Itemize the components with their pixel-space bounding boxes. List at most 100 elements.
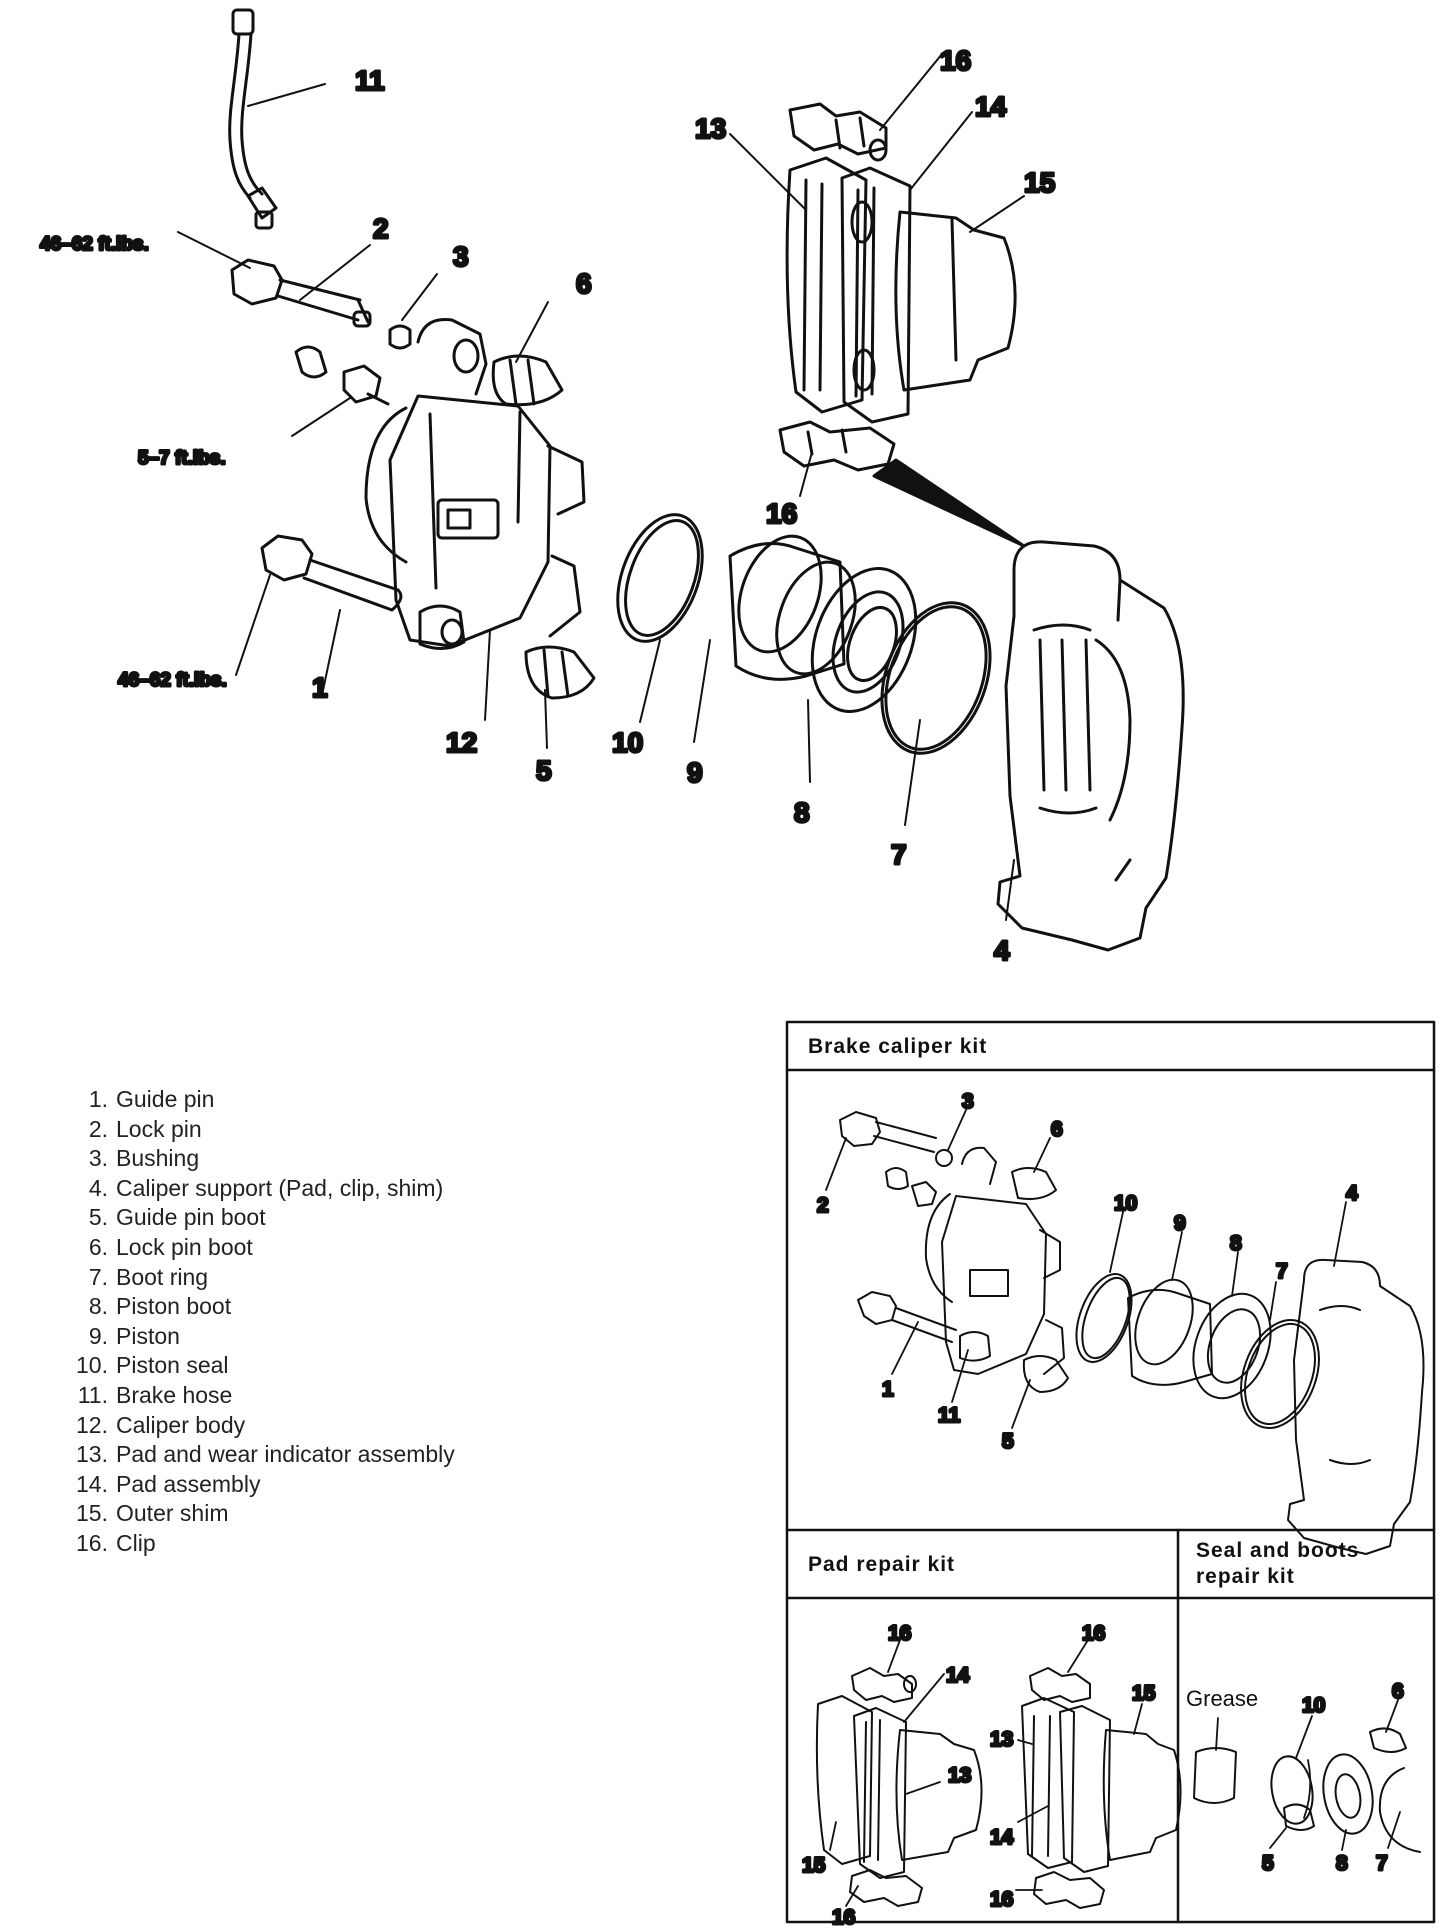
callout-5: 5 — [536, 755, 552, 786]
caliper-body — [364, 317, 586, 650]
pad-callout-15-a: 15 — [802, 1854, 826, 1877]
legend-item: 12.Caliper body — [60, 1411, 455, 1441]
legend-number: 14. — [76, 1470, 108, 1497]
pad-callout-15-b: 15 — [1132, 1682, 1156, 1705]
bleeder-valve — [294, 345, 390, 406]
pad-callout-13-b: 13 — [990, 1728, 1013, 1751]
seal-boots-kit-title-line1: Seal and boots — [1196, 1539, 1360, 1562]
kit-callout-2: 2 — [817, 1194, 829, 1217]
kit-callout-7: 7 — [1276, 1260, 1288, 1283]
legend-number: 8. — [88, 1293, 108, 1320]
pad-kit-drawing-left — [815, 1667, 983, 1907]
lock-pin — [230, 258, 372, 328]
pad-repair-kit-title: Pad repair kit — [808, 1553, 956, 1576]
brake-caliper-kit-title: Brake caliper kit — [808, 1035, 988, 1058]
seal-callout-5: 5 — [1262, 1852, 1274, 1875]
callout-10: 10 — [612, 727, 643, 758]
kit-callout-3: 3 — [962, 1090, 974, 1113]
seal-callout-6: 6 — [1392, 1680, 1404, 1703]
torque-bleeder: 5–7 ft.lbs. — [138, 448, 226, 469]
seal-callout-10: 10 — [1302, 1694, 1325, 1717]
callout-13: 13 — [695, 113, 726, 144]
legend-item: 2.Lock pin — [60, 1115, 455, 1145]
legend-number: 4. — [88, 1174, 108, 1201]
piston-seal — [616, 513, 704, 643]
caliper-kit-callouts: 2 3 6 10 9 8 7 4 1 11 5 — [816, 1089, 1360, 1455]
legend-label: Caliper support (Pad, clip, shim) — [116, 1174, 444, 1201]
legend-number: 16. — [76, 1529, 108, 1556]
legend-item: 16. Clip — [60, 1529, 455, 1559]
legend-label: Lock pin boot — [116, 1233, 253, 1260]
callout-16-bottom: 16 — [766, 498, 797, 529]
seal-kit-callouts: 10 6 5 8 7 Grease — [1186, 1679, 1405, 1877]
callout-2: 2 — [373, 213, 389, 244]
legend-label: Pad assembly — [116, 1470, 261, 1497]
callout-11: 11 — [355, 65, 385, 96]
callout-1: 1 — [312, 672, 328, 703]
legend-item: 7. Boot ring — [60, 1263, 455, 1293]
parts-legend: 1.Guide pin 2.Lock pin 3.Bushing 4. Calip… — [60, 1085, 455, 1559]
seal-kit-leaders — [1269, 1699, 1401, 1851]
callout-12: 12 — [446, 727, 477, 758]
callout-9: 9 — [687, 757, 703, 788]
pad-callout-14-a: 14 — [946, 1664, 970, 1687]
piston — [728, 534, 857, 681]
kit-callout-9: 9 — [1174, 1212, 1186, 1235]
legend-number: 3. — [88, 1145, 108, 1172]
kit-callout-11: 11 — [938, 1404, 961, 1427]
seal-kit-drawing — [1193, 1717, 1421, 1853]
callout-7: 7 — [891, 839, 907, 870]
legend-number: 15. — [76, 1500, 108, 1527]
bushing — [388, 324, 412, 350]
seal-callout-7: 7 — [1376, 1852, 1388, 1875]
callout-3: 3 — [453, 241, 469, 272]
legend-label: Lock pin — [116, 1115, 202, 1142]
seal-boots-kit-title-line2: repair kit — [1196, 1565, 1295, 1588]
pad-callout-13-a: 13 — [948, 1764, 971, 1787]
legend-label: Guide pin boot — [116, 1204, 266, 1231]
pad-callout-16-c: 16 — [1082, 1622, 1105, 1645]
legend-label: Clip — [116, 1529, 156, 1556]
main-callouts: 11 2 3 6 1 12 5 10 9 8 7 4 13 16 14 15 1… — [311, 44, 1057, 968]
kit-table — [785, 1020, 1436, 1924]
brake-pads — [785, 156, 912, 424]
legend-number: 7. — [88, 1263, 108, 1290]
kit-callout-8: 8 — [1230, 1232, 1242, 1255]
kit-callout-6: 6 — [1051, 1118, 1063, 1141]
kit-callout-4: 4 — [1346, 1182, 1358, 1205]
guide-pin-boot — [524, 645, 596, 700]
assembly-arrow — [872, 458, 1026, 548]
brake-hose — [228, 8, 278, 230]
pad-callout-14-b: 14 — [990, 1826, 1014, 1849]
legend-number: 6. — [88, 1233, 108, 1260]
legend-label: Boot ring — [116, 1263, 209, 1290]
caliper-kit-leaders — [825, 1109, 1347, 1429]
legend-number: 12. — [76, 1411, 108, 1438]
grease-label: Grease — [1186, 1686, 1258, 1711]
legend-label: Piston seal — [116, 1352, 229, 1379]
legend-item: 11.Brake hose — [60, 1381, 455, 1411]
pad-clip-top — [788, 102, 888, 162]
legend-number: 9. — [88, 1322, 108, 1349]
legend-item: 4. Caliper support (Pad, clip, shim) — [60, 1174, 455, 1204]
legend-number: 13. — [76, 1441, 108, 1468]
boot-ring — [880, 601, 992, 755]
legend-item: 10. Piston seal — [60, 1351, 455, 1381]
legend-item: 15.Outer shim — [60, 1499, 455, 1529]
legend-item: 1.Guide pin — [60, 1085, 455, 1115]
legend-number: 5. — [88, 1204, 108, 1231]
callout-15: 15 — [1024, 167, 1055, 198]
legend-number: 10. — [76, 1352, 108, 1379]
caliper-support — [996, 540, 1185, 952]
outer-shim — [894, 210, 1017, 392]
torque-guide-pin: 46–62 ft.lbs. — [118, 670, 227, 691]
kit-callout-5: 5 — [1002, 1430, 1014, 1453]
legend-label: Pad and wear indicator assembly — [116, 1441, 455, 1468]
pad-callout-16-b: 16 — [832, 1906, 855, 1928]
lock-pin-boot — [491, 354, 564, 407]
callout-16-top: 16 — [940, 45, 971, 76]
pad-callout-16-d: 16 — [990, 1888, 1013, 1911]
legend-item: 3.Bushing — [60, 1144, 455, 1174]
legend-item: 9.Piston — [60, 1322, 455, 1352]
